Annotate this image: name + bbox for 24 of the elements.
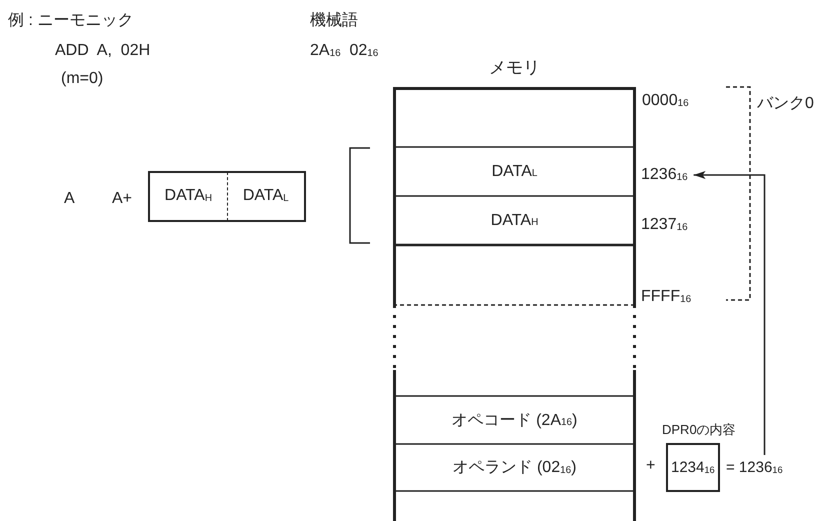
instruction-text: ADD A, 02H: [55, 42, 150, 60]
register-box: [148, 171, 306, 222]
address-text: FFFF$_{16}$: [641, 288, 692, 306]
address-text: 1236$_{16}$: [641, 166, 688, 183]
bank-label: バンク0: [757, 94, 814, 114]
register-text: DATA$_{H}$: [164, 186, 213, 206]
cell-text: DATA$_{L}$: [492, 162, 538, 180]
heading-text: 例 : ニーモニック: [8, 11, 134, 31]
register-name: A: [64, 190, 75, 208]
memory-heading: メモリ: [488, 57, 541, 79]
address-text: 1237$_{16}$: [641, 216, 688, 234]
cell-text: オペコード (2A$_{16}$): [452, 410, 578, 430]
arrow: [694, 171, 766, 455]
plus-sign: +: [646, 457, 656, 475]
register-name: A+: [112, 190, 132, 208]
register-box: [666, 443, 720, 492]
cell-text: DATA$_{H}$: [490, 212, 538, 230]
register-text: DATA$_{L}$: [226, 172, 304, 221]
cell-text: オペランド (02$_{16}$): [452, 458, 576, 478]
code-text: 2A$_{16}$ 02$_{16}$: [310, 42, 378, 60]
register-caption: DPR0の内容: [662, 421, 736, 439]
heading-text: 機械語: [310, 10, 358, 31]
address-text: 0000$_{16}$: [642, 92, 689, 110]
operand-note: (m=0): [61, 70, 104, 88]
